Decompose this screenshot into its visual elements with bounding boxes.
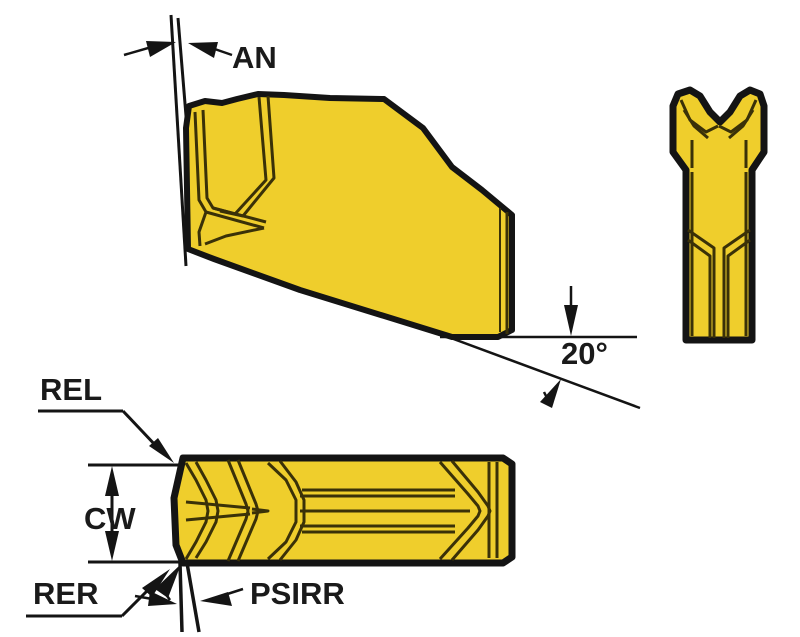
an-arrow-left bbox=[123, 41, 176, 57]
rer-leader-arrowhead bbox=[142, 569, 170, 597]
psirr-reference-line-angled bbox=[185, 562, 201, 633]
psirr-label: PSIRR bbox=[250, 576, 345, 611]
top-view-groove-detail bbox=[266, 460, 470, 561]
end-view-chipbreaker-detail bbox=[687, 172, 751, 338]
psirr-arrow-left bbox=[134, 591, 177, 606]
end-view-notch-detail bbox=[679, 99, 758, 168]
cw-label: CW bbox=[84, 501, 136, 536]
cw-arrowhead-bottom bbox=[105, 531, 119, 561]
side-view-insert-body bbox=[183, 91, 515, 340]
cw-arrowhead-top bbox=[105, 466, 119, 496]
top-view-right-end-detail bbox=[438, 460, 499, 561]
psirr-arrow-right bbox=[200, 587, 244, 606]
angle-20-annotation: 20° bbox=[431, 286, 641, 410]
angle-20-inclined-line bbox=[431, 329, 641, 410]
rel-leader: REL bbox=[38, 372, 174, 463]
psirr-reference-line-vertical bbox=[178, 562, 184, 633]
top-view-group: REL CW bbox=[26, 372, 516, 633]
an-label: AN bbox=[232, 40, 277, 75]
psirr-nose-arrow bbox=[155, 564, 181, 601]
side-view-chipbreaker-detail bbox=[193, 95, 276, 247]
top-view-nose-detail bbox=[184, 459, 270, 562]
an-angle-annotation: AN bbox=[123, 14, 277, 267]
angle-20-arrow-lower bbox=[540, 379, 561, 408]
end-view-insert-body bbox=[669, 86, 768, 344]
an-arrow-right bbox=[188, 42, 233, 58]
rer-leader: RER bbox=[26, 569, 170, 618]
side-view-group: AN bbox=[123, 14, 641, 410]
an-reference-line bbox=[169, 14, 188, 267]
rel-leader-line bbox=[121, 409, 160, 450]
side-view-end-face bbox=[499, 208, 509, 334]
end-view-group bbox=[669, 86, 768, 344]
angle-20-label: 20° bbox=[561, 336, 608, 371]
psirr-annotation: PSIRR bbox=[134, 562, 345, 633]
rel-leader-arrowhead bbox=[149, 438, 174, 463]
angle-20-arrow-upper bbox=[564, 286, 578, 336]
rer-label: RER bbox=[33, 576, 98, 611]
rel-label: REL bbox=[40, 372, 102, 407]
cw-dimension: CW bbox=[84, 463, 186, 564]
